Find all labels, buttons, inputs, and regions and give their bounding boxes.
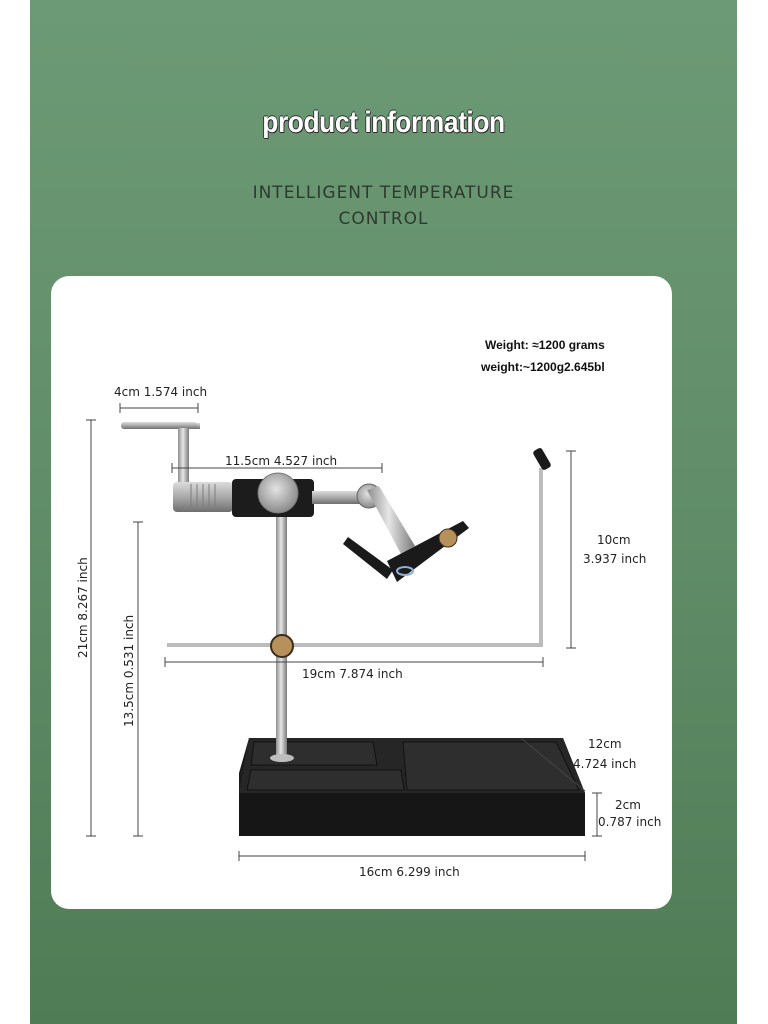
page-title: product information <box>262 106 505 139</box>
stem-height-label: 13.5cm 0.531 inch <box>122 615 136 727</box>
subtitle-line-1: INTELLIGENT TEMPERATURE <box>252 183 515 203</box>
page-subtitle: INTELLIGENT TEMPERATURE CONTROL <box>30 180 737 232</box>
arm-length-label: 11.5cm 4.527 inch <box>225 454 337 468</box>
handle-width-label: 4cm 1.574 inch <box>114 385 207 399</box>
weight-grams: Weight: ≈1200 grams <box>485 338 605 352</box>
rod-collar-knob <box>270 634 294 658</box>
holder-height-label: 10cm <box>597 533 631 547</box>
holder-height-inch-label: 3.937 inch <box>583 552 646 566</box>
base-width-label: 16cm 6.299 inch <box>359 865 460 879</box>
product-card: Weight: ≈1200 grams weight:~1200g2.645bl <box>51 276 672 909</box>
base-depth-inch-label: 4.724 inch <box>573 757 636 771</box>
base-thickness-inch-label: 0.787 inch <box>598 815 661 829</box>
base-depth-label: 12cm <box>588 737 622 751</box>
total-height-label: 21cm 8.267 inch <box>76 557 90 658</box>
vise-diagram: Weight: ≈1200 grams weight:~1200g2.645bl <box>76 338 661 879</box>
weight-pounds: weight:~1200g2.645bl <box>480 360 605 374</box>
black-base <box>239 738 585 836</box>
rod-length-label: 19cm 7.874 inch <box>302 667 403 681</box>
subtitle-line-2: CONTROL <box>338 209 429 229</box>
rotary-head <box>121 422 469 582</box>
stem-washer <box>270 754 294 762</box>
base-thickness-label: 2cm <box>615 798 641 812</box>
bobbin-rest-rod <box>167 448 551 647</box>
dimension-lines <box>86 403 602 861</box>
